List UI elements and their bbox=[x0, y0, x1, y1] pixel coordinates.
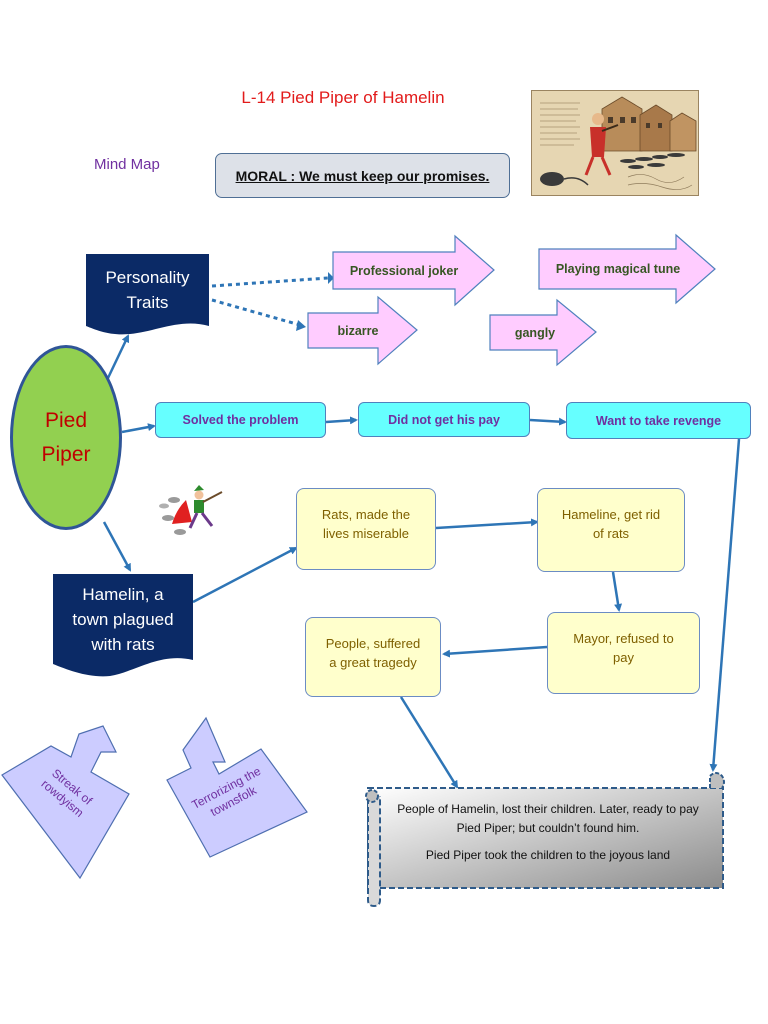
trait-gangly: gangly bbox=[514, 325, 556, 340]
ending-text: People of Hamelin, lost their children. … bbox=[384, 800, 712, 873]
moral-text: MORAL : We must keep our promises. bbox=[235, 167, 490, 184]
people-suffered-node: People, suffered a great tragedy bbox=[305, 617, 441, 697]
hamelin-box-shape bbox=[53, 574, 193, 677]
ending-line-1: People of Hamelin, lost their children. … bbox=[397, 802, 699, 835]
arrow-getrid-to-mayor bbox=[611, 571, 623, 612]
hamelin-label: Hamelin, a town plagued with rats bbox=[72, 584, 174, 654]
mayor-refused-node: Mayor, refused to pay bbox=[547, 612, 700, 694]
arrow-mayor-to-people bbox=[442, 645, 548, 658]
ending-scroll-shape bbox=[365, 772, 725, 908]
arrow-rats-to-getrid bbox=[435, 518, 539, 530]
personality-box-shape bbox=[86, 254, 209, 335]
arrow-pay-to-revenge bbox=[529, 417, 567, 426]
ending-line-2: Pied Piper took the children to the joyo… bbox=[425, 848, 671, 862]
pink-arrow-joker bbox=[332, 234, 495, 307]
trait-playing-magical-tune: Playing magical tune bbox=[555, 262, 681, 276]
arrow-people-to-ending bbox=[399, 696, 459, 789]
pied-piper-node: Pied Piper bbox=[10, 345, 122, 530]
page-title: L-14 Pied Piper of Hamelin bbox=[241, 88, 445, 107]
arrow-hamelin-to-rats bbox=[192, 546, 298, 604]
dotted-traits-to-joker bbox=[211, 276, 329, 288]
pink-arrow-tune bbox=[538, 233, 716, 305]
callout-streak-shape bbox=[1, 725, 130, 880]
get-rid-of-rats-node: Hameline, get rid of rats bbox=[537, 488, 685, 572]
hamelin-node: Hamelin, a town plagued with rats bbox=[53, 574, 193, 664]
want-revenge-node: Want to take revenge bbox=[566, 402, 751, 439]
personality-traits-label: Personality Traits bbox=[105, 268, 190, 312]
mind-map-label: Mind Map bbox=[94, 156, 160, 173]
arrow-revenge-to-ending bbox=[709, 438, 741, 772]
rats-miserable-node: Rats, made the lives miserable bbox=[296, 488, 436, 570]
pied-piper-postcard-image bbox=[531, 90, 699, 196]
pied-piper-label: Pied Piper bbox=[41, 408, 91, 466]
dotted-traits-to-bizarre bbox=[211, 298, 301, 327]
arrow-center-to-hamelin bbox=[102, 521, 132, 572]
piper-with-rats-icon bbox=[159, 485, 223, 535]
arrow-center-to-solved bbox=[121, 423, 156, 434]
trait-professional-joker: Professional joker bbox=[349, 263, 459, 278]
trait-bizarre: bizarre bbox=[337, 323, 379, 338]
arrow-center-to-traits bbox=[106, 334, 130, 379]
personality-traits-node: Personality Traits bbox=[86, 254, 209, 326]
arrow-solved-to-pay bbox=[325, 416, 358, 425]
solved-the-problem-node: Solved the problem bbox=[155, 402, 326, 438]
did-not-get-pay-node: Did not get his pay bbox=[358, 402, 530, 437]
pink-arrow-bizarre bbox=[307, 295, 418, 366]
moral-box: MORAL : We must keep our promises. bbox=[215, 153, 510, 198]
pink-arrow-gangly bbox=[489, 298, 597, 367]
callout-terrorizing-shape bbox=[166, 716, 308, 858]
